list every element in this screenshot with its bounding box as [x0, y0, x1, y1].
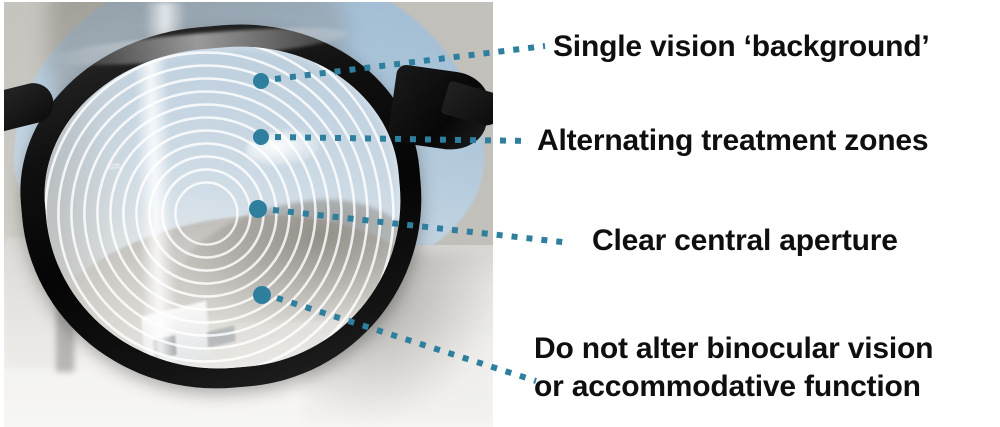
treatment-ring	[135, 142, 278, 285]
callout-label-binocular-vision: Do not alter binocular vision or accommo…	[534, 330, 1000, 406]
treatment-zone-rings	[32, 33, 395, 383]
treatment-ring	[32, 33, 395, 383]
treatment-ring	[57, 64, 356, 363]
treatment-ring	[109, 116, 304, 311]
treatment-ring	[96, 103, 317, 324]
callout-label-line-1: Do not alter binocular vision	[534, 332, 934, 365]
spectacle-lens: zzzs	[32, 33, 415, 383]
treatment-ring	[83, 90, 330, 337]
treatment-ring	[174, 181, 239, 246]
treatment-ring	[122, 129, 291, 298]
treatment-ring	[70, 77, 343, 350]
callout-label-line-2: or accommodative function	[534, 370, 921, 403]
treatment-ring	[161, 168, 252, 259]
callout-label-single-vision-background: Single vision ‘background’	[553, 30, 930, 63]
spectacle-photo: zzzs	[4, 2, 493, 427]
callout-label-clear-central-aperture: Clear central aperture	[592, 224, 898, 257]
callout-label-alternating-treatment-zones: Alternating treatment zones	[537, 124, 929, 157]
